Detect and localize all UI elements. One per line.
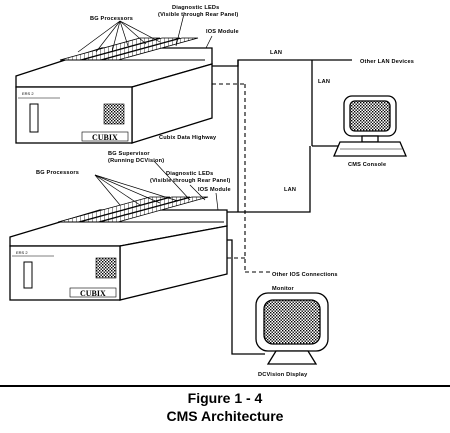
bottom-unit-logo: CUBIX bbox=[80, 289, 106, 298]
top-chassis bbox=[15, 37, 213, 144]
label-diagnostic-leds-bottom-note: (Visible through Rear Panel) bbox=[150, 178, 230, 184]
label-ios-module-top: IOS Module bbox=[206, 29, 239, 35]
label-lan-console: LAN bbox=[318, 79, 330, 85]
top-unit-logo: CUBIX bbox=[92, 133, 118, 142]
label-diagnostic-leds-top-note: (Visible through Rear Panel) bbox=[158, 12, 238, 18]
cms-architecture-diagram: ERS 2 CUBIX ERS 2 CUBIX bbox=[9, 5, 414, 378]
figure-caption: Figure 1 - 4 CMS Architecture bbox=[0, 389, 450, 425]
label-bg-supervisor: BG Supervisor bbox=[108, 151, 150, 157]
cms-console-computer bbox=[333, 95, 407, 157]
label-diagnostic-leds-bottom: Diagnostic LEDs bbox=[166, 171, 213, 177]
label-cubix-data-highway: Cubix Data Highway bbox=[159, 135, 217, 141]
label-cms-console: CMS Console bbox=[348, 162, 386, 168]
label-diagnostic-leds-top: Diagnostic LEDs bbox=[172, 5, 219, 11]
label-other-ios-connections: Other IOS Connections bbox=[272, 272, 338, 278]
label-lan-bottom: LAN bbox=[284, 187, 296, 193]
label-lan-top: LAN bbox=[270, 50, 282, 56]
caption-rule bbox=[0, 385, 450, 387]
label-bg-processors-bottom: BG Processors bbox=[36, 170, 79, 176]
leader-lines bbox=[77, 13, 219, 211]
label-other-lan-devices: Other LAN Devices bbox=[360, 59, 414, 65]
connections bbox=[212, 59, 352, 355]
bottom-unit-model: ERS 2 bbox=[16, 250, 28, 255]
figure-title: CMS Architecture bbox=[166, 408, 284, 424]
figure-number: Figure 1 - 4 bbox=[187, 390, 263, 406]
label-ios-module-bottom: IOS Module bbox=[198, 187, 231, 193]
label-dcvision-display: DCVision Display bbox=[258, 372, 308, 378]
label-bg-supervisor-note: (Running DCVision) bbox=[108, 158, 164, 164]
bottom-chassis bbox=[9, 196, 228, 301]
top-unit-model: ERS 2 bbox=[22, 91, 34, 96]
label-monitor: Monitor bbox=[272, 286, 295, 292]
dcvision-monitor bbox=[255, 292, 329, 365]
label-bg-processors-top: BG Processors bbox=[90, 16, 133, 22]
